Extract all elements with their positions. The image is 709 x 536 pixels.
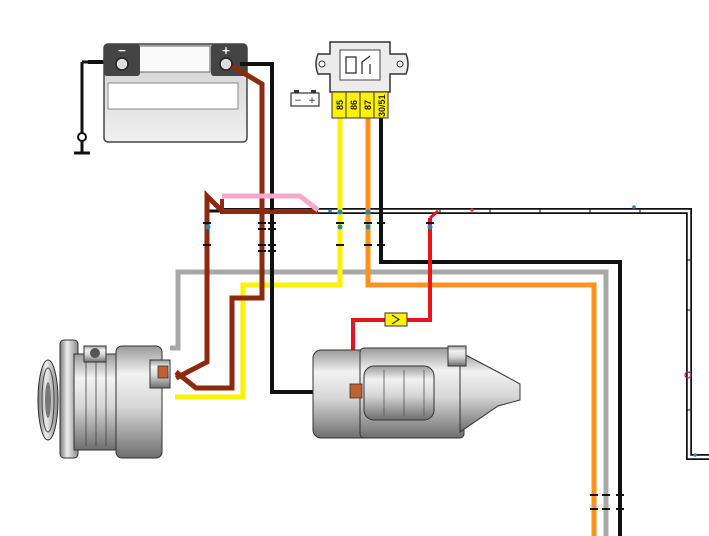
wire-orange-relay-87 xyxy=(365,117,597,536)
relay-pin-85: 85 xyxy=(335,100,345,110)
relay-pin-30-51: 30/51 xyxy=(377,94,387,117)
connector-markers xyxy=(203,209,624,510)
wire-pink xyxy=(222,193,320,212)
inline-fuse-icon xyxy=(384,312,408,327)
wire-black-relay-30 xyxy=(379,117,622,536)
battery: − + xyxy=(103,43,248,143)
wire-brown-battery-2 xyxy=(174,189,224,381)
wire-gray xyxy=(170,269,609,536)
starter-motor xyxy=(312,345,521,439)
ground-symbol xyxy=(74,60,90,155)
relay-pin-86: 86 xyxy=(349,100,359,110)
battery-symbol-minus: − xyxy=(294,96,302,106)
wire-red-stub xyxy=(429,209,439,220)
wire-brown-battery-1 xyxy=(174,63,265,391)
wire-brown-harness xyxy=(220,199,318,214)
battery-positive-label: + xyxy=(221,44,230,57)
relay: 85 86 87 30/51 xyxy=(315,41,409,119)
battery-symbol-icon: − + xyxy=(290,90,320,107)
battery-symbol-plus: + xyxy=(308,96,316,106)
relay-pin-87: 87 xyxy=(363,100,373,110)
battery-negative-label: − xyxy=(117,44,126,57)
alternator xyxy=(37,339,171,459)
